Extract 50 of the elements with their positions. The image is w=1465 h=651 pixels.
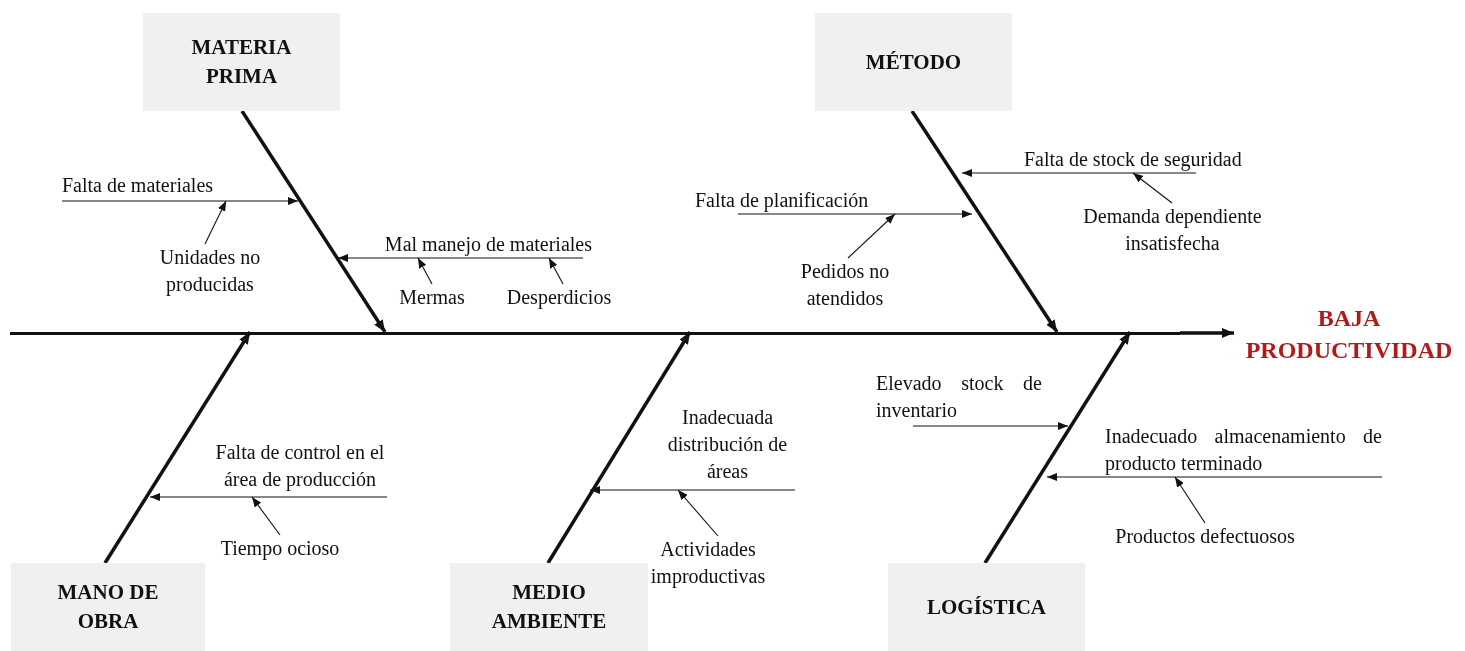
- subcause-label: Unidades no producidas: [158, 245, 262, 298]
- subcause-label: Mermas: [398, 285, 466, 310]
- category-label: MATERIA PRIMA: [190, 34, 293, 90]
- cause-arrow: [1174, 476, 1206, 524]
- subcause-label: Tiempo ocioso: [219, 536, 341, 562]
- cause-arrow: [847, 213, 896, 259]
- spine-line: [10, 332, 1180, 335]
- cause-arrow: [548, 257, 564, 285]
- cause-label: Inadecuada distribución de áreas: [666, 405, 789, 484]
- cause-label: Elevado stock de inventario: [876, 371, 1042, 423]
- cause-arrow: [737, 210, 973, 218]
- subcause-label: Pedidos no atendidos: [799, 259, 891, 311]
- subcause-label: Desperdicios: [505, 285, 613, 311]
- cause-label: Falta de stock de seguridad: [1024, 147, 1243, 173]
- cause-label: Falta de planificación: [695, 188, 870, 214]
- cause-arrow: [251, 496, 281, 536]
- bone-arrow: [983, 331, 1132, 564]
- category-box: [888, 563, 1085, 651]
- cause-arrow: [417, 257, 433, 285]
- category-box: [11, 563, 205, 651]
- cause-arrow: [337, 254, 584, 262]
- bone-arrow: [546, 331, 692, 564]
- cause-arrow: [912, 422, 1069, 430]
- category-label: MANO DE OBRA: [56, 579, 160, 635]
- cause-arrow: [961, 169, 1197, 177]
- subcause-label: Productos defectuosos: [1114, 524, 1296, 549]
- bone-arrow: [240, 110, 387, 333]
- category-box: [143, 13, 340, 111]
- cause-label: Mal manejo de materiales: [383, 232, 592, 258]
- subcause-label: Actividades improductivas: [649, 537, 767, 590]
- bone-arrow: [1180, 328, 1234, 338]
- cause-arrow: [1132, 172, 1173, 204]
- cause-label: Falta de control en el área de producción: [214, 440, 386, 493]
- cause-arrow: [589, 486, 796, 494]
- cause-arrow: [677, 489, 719, 537]
- cause-label: Inadecuado almacenamiento de producto terminado: [1105, 424, 1382, 477]
- cause-arrow: [1046, 473, 1383, 481]
- category-box: [450, 563, 648, 651]
- category-label: LOGÍSTICA: [926, 593, 1046, 621]
- bone-arrow: [910, 110, 1059, 333]
- category-label: MEDIO AMBIENTE: [490, 579, 608, 635]
- cause-arrow: [61, 197, 299, 205]
- category-label: MÉTODO: [865, 48, 962, 76]
- cause-arrow: [149, 493, 388, 501]
- cause-arrow: [204, 200, 227, 245]
- subcause-label: Demanda dependiente insatisfecha: [1082, 204, 1263, 256]
- category-box: [815, 13, 1012, 111]
- bone-arrow: [103, 331, 252, 564]
- cause-label: Falta de materiales: [62, 173, 215, 198]
- effect-label: BAJA PRODUCTIVIDAD: [1244, 304, 1454, 365]
